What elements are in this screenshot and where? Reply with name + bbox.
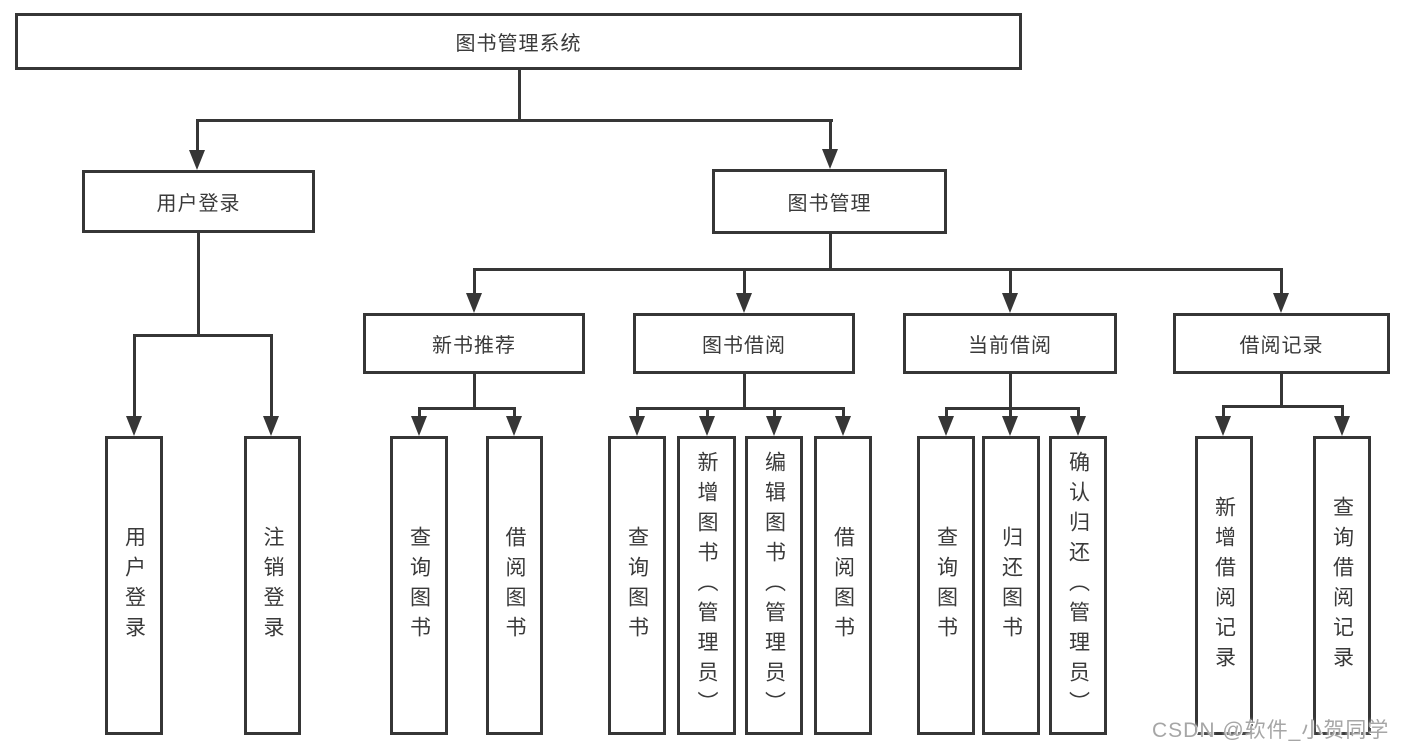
node-book-borrow: 图书借阅 <box>633 313 855 374</box>
node-book-mgmt: 图书管理 <box>712 169 947 234</box>
connector-line <box>743 268 746 296</box>
arrow-down-icon <box>263 416 279 436</box>
arrow-down-icon <box>189 150 205 170</box>
connector-line <box>945 407 948 421</box>
leaf-user-login: 用户登录 <box>105 436 163 735</box>
node-new-book: 新书推荐 <box>363 313 585 374</box>
connector-line <box>636 407 639 421</box>
connector-line <box>418 407 516 410</box>
arrow-down-icon <box>126 416 142 436</box>
leaf-current-query: 查询图书 <box>917 436 975 735</box>
arrow-down-icon <box>411 416 427 436</box>
arrow-down-icon <box>1002 416 1018 436</box>
leaf-newbook-query: 查询图书 <box>390 436 448 735</box>
connector-line <box>518 70 521 122</box>
arrow-down-icon <box>466 293 482 313</box>
connector-line <box>513 407 516 421</box>
connector-line <box>1077 407 1080 421</box>
connector-line <box>197 233 200 336</box>
arrow-down-icon <box>1002 293 1018 313</box>
watermark: CSDN @软件_小贺同学 <box>1152 719 1390 742</box>
leaf-newbook-borrow: 借阅图书 <box>486 436 543 735</box>
arrow-down-icon <box>506 416 522 436</box>
node-borrow-record: 借阅记录 <box>1173 313 1390 374</box>
arrow-down-icon <box>699 416 715 436</box>
leaf-bookborrow-borrow: 借阅图书 <box>814 436 872 735</box>
node-root: 图书管理系统 <box>15 13 1022 70</box>
arrow-down-icon <box>835 416 851 436</box>
connector-line <box>1280 374 1283 408</box>
connector-line <box>473 374 476 410</box>
connector-line <box>636 407 845 410</box>
leaf-bookborrow-edit: 编辑图书（管理员） <box>745 436 803 735</box>
connector-line <box>829 234 832 271</box>
leaf-current-return: 归还图书 <box>982 436 1040 735</box>
connector-line <box>133 334 273 337</box>
connector-line <box>270 334 273 420</box>
connector-line <box>1222 405 1344 408</box>
arrow-down-icon <box>938 416 954 436</box>
arrow-down-icon <box>1334 416 1350 436</box>
connector-line <box>133 334 136 420</box>
leaf-bookborrow-query: 查询图书 <box>608 436 666 735</box>
connector-line <box>706 407 709 421</box>
arrow-down-icon <box>1273 293 1289 313</box>
connector-line <box>196 119 199 154</box>
connector-line <box>829 119 832 154</box>
connector-line <box>743 374 746 410</box>
leaf-logout: 注销登录 <box>244 436 301 735</box>
arrow-down-icon <box>629 416 645 436</box>
connector-line <box>1009 407 1012 421</box>
arrow-down-icon <box>1215 416 1231 436</box>
connector-line <box>945 407 1080 410</box>
leaf-current-confirm: 确认归还（管理员） <box>1049 436 1107 735</box>
leaf-bookborrow-add: 新增图书（管理员） <box>677 436 736 735</box>
connector-line <box>1280 268 1283 296</box>
connector-line <box>196 119 833 122</box>
arrow-down-icon <box>822 149 838 169</box>
arrow-down-icon <box>766 416 782 436</box>
connector-line <box>1009 374 1012 410</box>
arrow-down-icon <box>736 293 752 313</box>
connector-line <box>1009 268 1012 296</box>
node-current-borrow: 当前借阅 <box>903 313 1117 374</box>
node-user-login: 用户登录 <box>82 170 315 233</box>
connector-line <box>1341 405 1344 421</box>
leaf-record-add: 新增借阅记录 <box>1195 436 1253 735</box>
connector-line <box>1222 405 1225 421</box>
connector-line <box>473 268 1283 271</box>
leaf-record-query: 查询借阅记录 <box>1313 436 1371 735</box>
connector-line <box>473 268 476 296</box>
connector-line <box>773 407 776 421</box>
arrow-down-icon <box>1070 416 1086 436</box>
connector-line <box>418 407 421 421</box>
connector-line <box>842 407 845 421</box>
